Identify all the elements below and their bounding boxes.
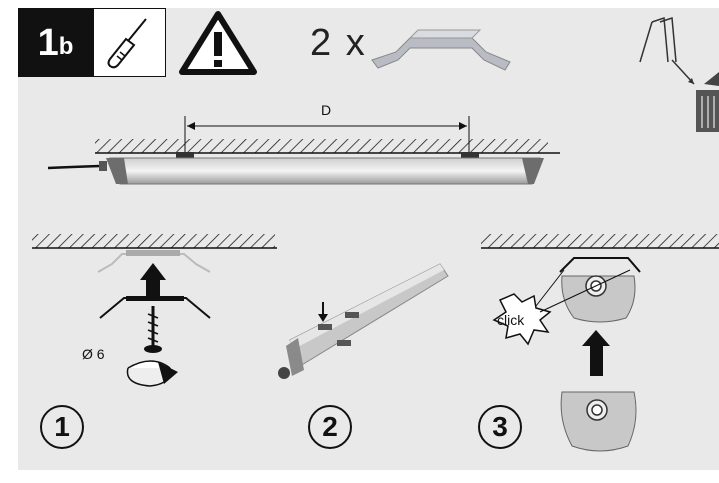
screwdriver-icon	[107, 18, 147, 69]
overview-diagram	[47, 116, 560, 185]
step-2-number: 2	[308, 405, 352, 449]
step-3-number: 3	[478, 405, 522, 449]
quantity-text: 2 x	[310, 22, 367, 64]
step-2-diagram	[278, 263, 449, 379]
step-badge-number: 1	[37, 21, 59, 64]
click-label: click	[497, 312, 525, 328]
step-badge-sub: b	[58, 32, 74, 60]
recycle-bin-icon	[639, 16, 719, 132]
warning-icon	[179, 11, 257, 75]
distance-label: D	[321, 102, 332, 118]
click-burst	[492, 293, 552, 346]
diameter-label: Ø 6	[82, 346, 105, 362]
step-3-diagram	[481, 234, 719, 452]
tool-box	[93, 8, 166, 77]
step-1-number: 1	[40, 405, 84, 449]
mounting-clip-icon	[371, 29, 511, 71]
step-1-diagram	[32, 234, 277, 387]
step-badge: 1 b	[18, 8, 93, 77]
